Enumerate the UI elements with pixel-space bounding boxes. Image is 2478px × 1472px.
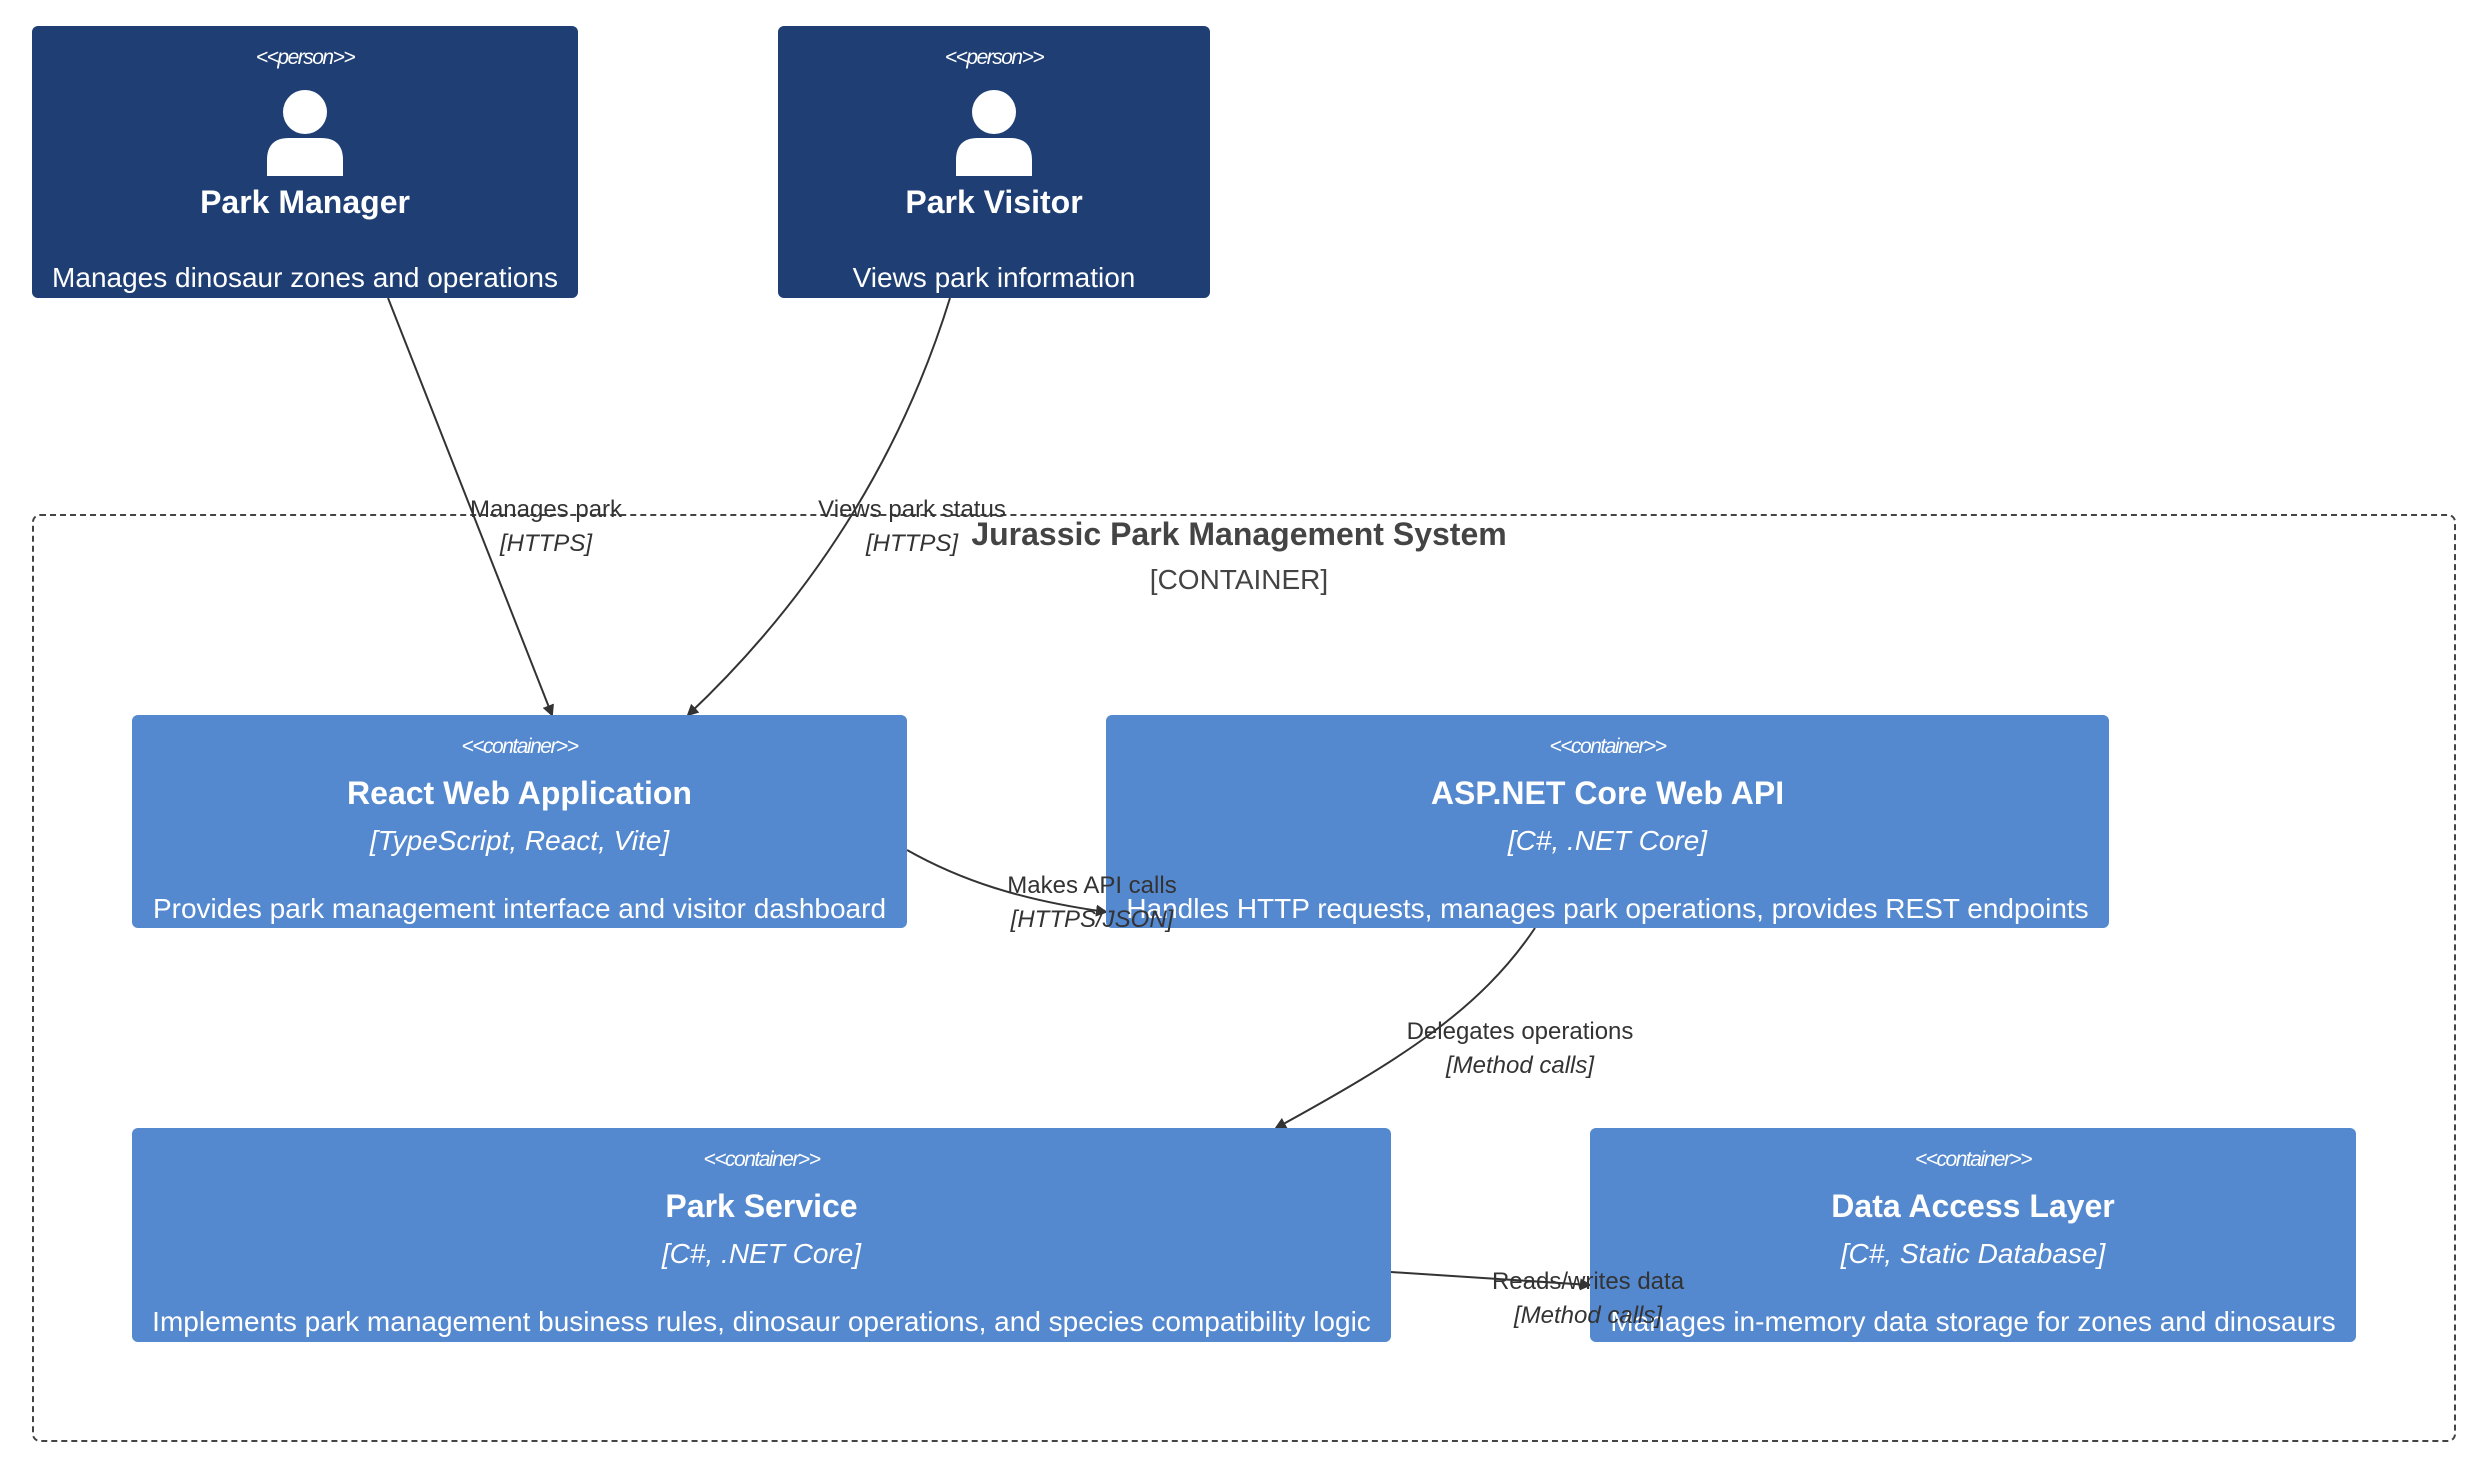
- container-name: React Web Application: [347, 775, 692, 811]
- container-description: Handles HTTP requests, manages park oper…: [1126, 893, 2089, 924]
- boundary-title: Jurassic Park Management System: [971, 516, 1507, 552]
- container-tech: [TypeScript, React, Vite]: [369, 825, 670, 856]
- person-stereotype: <<person>>: [255, 46, 356, 69]
- container-aspnet-web-api: <<container>> ASP.NET Core Web API [C#, …: [1106, 715, 2109, 928]
- person-icon: [956, 90, 1032, 176]
- container-name: Data Access Layer: [1831, 1188, 2115, 1224]
- person-park-manager: <<person>> Park Manager Manages dinosaur…: [32, 26, 578, 298]
- container-description: Implements park management business rule…: [152, 1306, 1371, 1337]
- edge-label-tech: [HTTPS]: [499, 530, 592, 557]
- person-name: Park Manager: [200, 184, 410, 220]
- edge-label-makes-api-calls: Makes API calls [HTTPS/JSON]: [1007, 872, 1176, 934]
- edge-makes-api-calls: [906, 849, 1108, 917]
- container-description: Provides park management interface and v…: [152, 893, 887, 924]
- person-description: Views park information: [852, 262, 1136, 293]
- container-description: Manages in-memory data storage for zones…: [1610, 1306, 2336, 1337]
- container-name: Park Service: [665, 1188, 858, 1224]
- person-name: Park Visitor: [905, 184, 1083, 220]
- container-park-service: <<container>> Park Service [C#, .NET Cor…: [132, 1128, 1391, 1342]
- edge-label-reads-writes-data: Reads/writes data [Method calls]: [1492, 1268, 1684, 1330]
- system-boundary: [32, 514, 2456, 1442]
- edge-label-manages-park: Manages park [HTTPS]: [470, 496, 622, 558]
- edge-label-text: Makes API calls: [1007, 872, 1177, 899]
- edge-label-tech: [Method calls]: [1513, 1302, 1663, 1329]
- edge-label-tech: [Method calls]: [1445, 1052, 1595, 1079]
- container-stereotype: <<container>>: [461, 735, 579, 758]
- edge-label-text: Manages park: [469, 496, 623, 523]
- edge-views-park-status: [686, 297, 951, 717]
- container-react-web-app: <<container>> React Web Application [Typ…: [132, 715, 907, 928]
- container-name: ASP.NET Core Web API: [1430, 775, 1785, 811]
- edge-label-text: Reads/writes data: [1491, 1268, 1685, 1295]
- container-tech: [C#, .NET Core]: [1507, 825, 1708, 856]
- edge-label-text: Delegates operations: [1406, 1018, 1634, 1045]
- person-description: Manages dinosaur zones and operations: [52, 262, 558, 293]
- person-stereotype: <<person>>: [944, 46, 1045, 69]
- edge-reads-writes-data: [1390, 1271, 1592, 1291]
- container-data-access-layer: <<container>> Data Access Layer [C#, Sta…: [1590, 1128, 2356, 1342]
- edge-label-text: Views park status: [818, 496, 1006, 523]
- container-stereotype: <<container>>: [703, 1148, 821, 1171]
- container-stereotype: <<container>>: [1915, 1148, 2032, 1171]
- boundary-type: [CONTAINER]: [1149, 564, 1329, 595]
- person-park-visitor: <<person>> Park Visitor Views park infor…: [778, 26, 1210, 298]
- edge-delegates-operations: [1274, 927, 1536, 1129]
- edge-label-views-park-status: Views park status [HTTPS]: [818, 496, 1006, 558]
- container-tech: [C#, Static Database]: [1840, 1238, 2106, 1269]
- container-tech: [C#, .NET Core]: [661, 1238, 862, 1269]
- edge-label-delegates-operations: Delegates operations [Method calls]: [1407, 1018, 1634, 1080]
- edge-label-tech: [HTTPS/JSON]: [1010, 906, 1174, 933]
- container-stereotype: <<container>>: [1549, 735, 1667, 758]
- person-icon: [267, 90, 343, 176]
- edge-manages-park: [387, 297, 554, 717]
- edge-label-tech: [HTTPS]: [865, 530, 959, 557]
